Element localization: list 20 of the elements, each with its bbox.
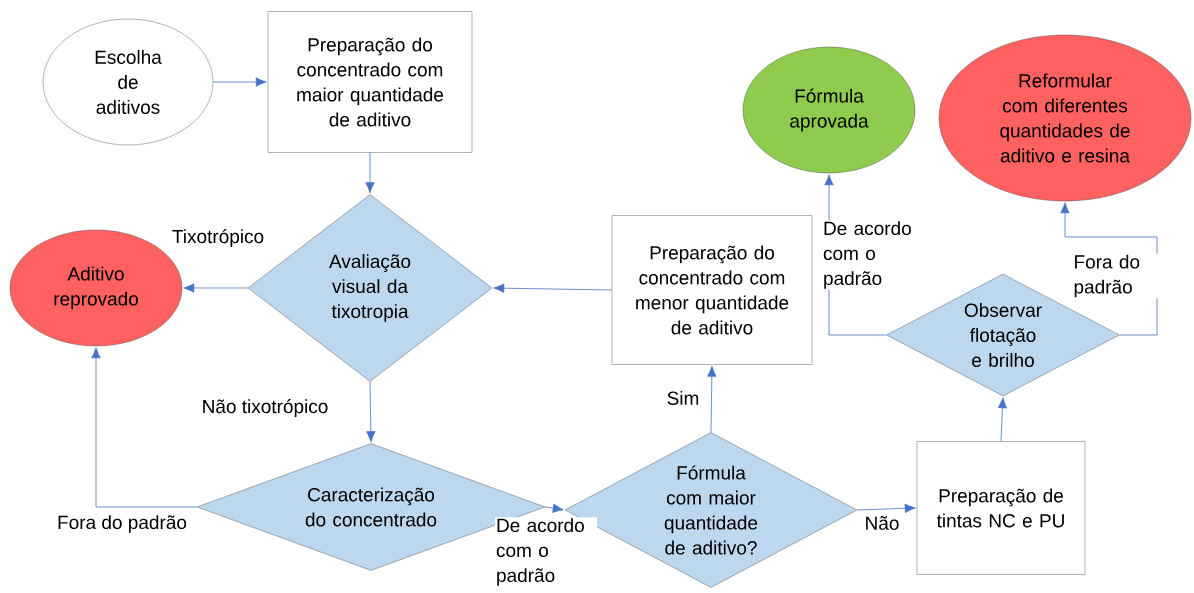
edge-label: Fora do padrão bbox=[56, 514, 188, 534]
arrow bbox=[997, 397, 1008, 442]
edge-label: Fora do padrão bbox=[1072, 253, 1160, 299]
arrow bbox=[183, 283, 249, 293]
arrow bbox=[91, 347, 198, 508]
arrow bbox=[707, 365, 717, 433]
edge-label: Não tixotrópico bbox=[200, 398, 330, 418]
process-box: Preparação do concentrado com menor quantidade de aditivo bbox=[611, 215, 813, 365]
edge-label: De acordo com o padrão bbox=[822, 220, 924, 290]
arrow bbox=[366, 381, 376, 443]
edge-label: Sim bbox=[665, 390, 701, 406]
arrow bbox=[212, 77, 267, 87]
arrow bbox=[544, 503, 564, 513]
arrow bbox=[365, 152, 375, 194]
edge-label: De acordo com o padrão bbox=[495, 517, 597, 587]
process-box: Preparação do concentrado com maior quantidade de aditivo bbox=[267, 11, 473, 153]
edge-label: Não bbox=[863, 515, 901, 531]
arrow bbox=[493, 283, 613, 293]
process-box: Preparação de tintas NC e PU bbox=[916, 441, 1086, 575]
arrow bbox=[856, 503, 916, 514]
